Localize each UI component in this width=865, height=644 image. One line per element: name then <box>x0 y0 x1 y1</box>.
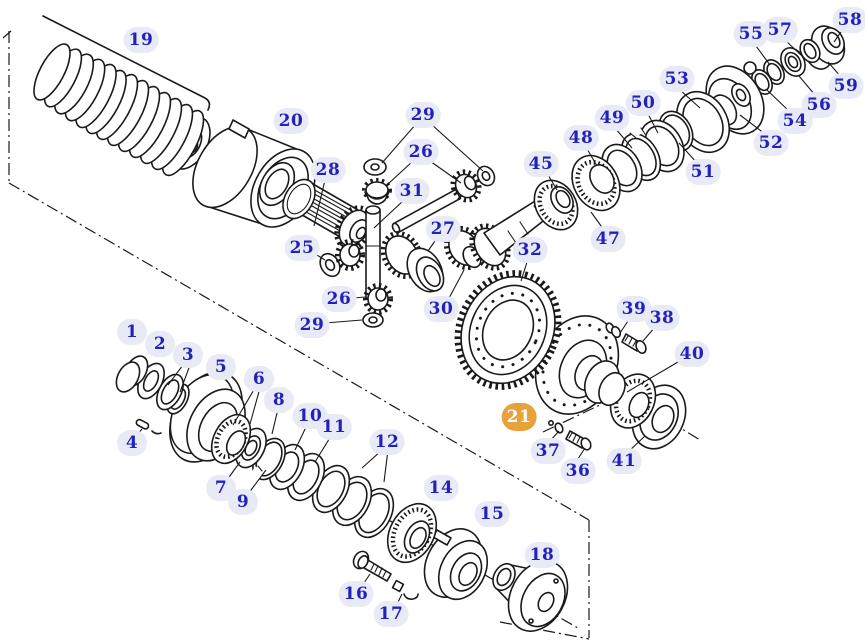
axle-shaft-stack <box>115 355 569 632</box>
part-label-5[interactable]: 5 <box>206 354 236 380</box>
part-label-18[interactable]: 18 <box>524 542 560 568</box>
part-label-32[interactable]: 32 <box>512 237 548 263</box>
part-label-53[interactable]: 53 <box>659 66 695 92</box>
pinion-bearing-stack <box>533 25 846 231</box>
part-label-11[interactable]: 11 <box>316 414 352 440</box>
part-label-55[interactable]: 55 <box>733 21 769 47</box>
part-label-37[interactable]: 37 <box>530 438 566 464</box>
part-label-30[interactable]: 30 <box>423 296 459 322</box>
part-label-15[interactable]: 15 <box>474 501 510 527</box>
part-label-58[interactable]: 58 <box>832 7 865 33</box>
part-19-boot <box>33 15 211 177</box>
part-label-28[interactable]: 28 <box>310 157 346 183</box>
part-label-2[interactable]: 2 <box>145 331 175 357</box>
part-label-25[interactable]: 25 <box>284 235 320 261</box>
part-label-49[interactable]: 49 <box>594 105 630 131</box>
part-label-41[interactable]: 41 <box>606 448 642 474</box>
part-label-26[interactable]: 26 <box>321 286 357 312</box>
part-label-3[interactable]: 3 <box>173 342 203 368</box>
part-label-26[interactable]: 26 <box>403 139 439 165</box>
part-label-31[interactable]: 31 <box>394 178 430 204</box>
part-label-57[interactable]: 57 <box>762 17 798 43</box>
part-label-29[interactable]: 29 <box>405 102 441 128</box>
part-38-39-bolt <box>605 322 647 354</box>
part-label-47[interactable]: 47 <box>590 226 626 252</box>
part-label-48[interactable]: 48 <box>563 125 599 151</box>
part-label-50[interactable]: 50 <box>625 90 661 116</box>
part-label-52[interactable]: 52 <box>753 130 789 156</box>
part-label-21-highlighted[interactable]: 21 <box>501 403 537 431</box>
part-label-38[interactable]: 38 <box>644 305 680 331</box>
part-label-1[interactable]: 1 <box>117 319 147 345</box>
part-label-6[interactable]: 6 <box>244 366 274 392</box>
part-label-54[interactable]: 54 <box>777 108 813 134</box>
part-32-ring-gear <box>454 270 562 390</box>
part-label-17[interactable]: 17 <box>373 601 409 627</box>
part-label-39[interactable]: 39 <box>616 296 652 322</box>
part-label-20[interactable]: 20 <box>273 108 309 134</box>
part-label-16[interactable]: 16 <box>338 581 374 607</box>
part-17-clip <box>391 579 419 600</box>
part-label-51[interactable]: 51 <box>685 159 721 185</box>
part-label-14[interactable]: 14 <box>423 475 459 501</box>
part-label-8[interactable]: 8 <box>264 387 294 413</box>
leader-lines <box>135 28 844 607</box>
part-label-9[interactable]: 9 <box>228 489 258 515</box>
part-label-12[interactable]: 12 <box>369 429 405 455</box>
part-label-40[interactable]: 40 <box>674 341 710 367</box>
part-label-19[interactable]: 19 <box>123 27 159 53</box>
frame-border <box>2 30 590 640</box>
part-label-59[interactable]: 59 <box>828 73 864 99</box>
part-label-36[interactable]: 36 <box>560 458 596 484</box>
part-label-29[interactable]: 29 <box>294 312 330 338</box>
part-36-37-bolt <box>547 419 592 451</box>
part-label-10[interactable]: 10 <box>292 403 328 429</box>
part-27-side-gear <box>380 230 445 293</box>
part-label-45[interactable]: 45 <box>523 151 559 177</box>
part-label-27[interactable]: 27 <box>425 216 461 242</box>
part-label-4[interactable]: 4 <box>117 430 147 456</box>
spider-gear-small-parts <box>319 158 496 328</box>
part-16-bolt <box>352 550 392 582</box>
